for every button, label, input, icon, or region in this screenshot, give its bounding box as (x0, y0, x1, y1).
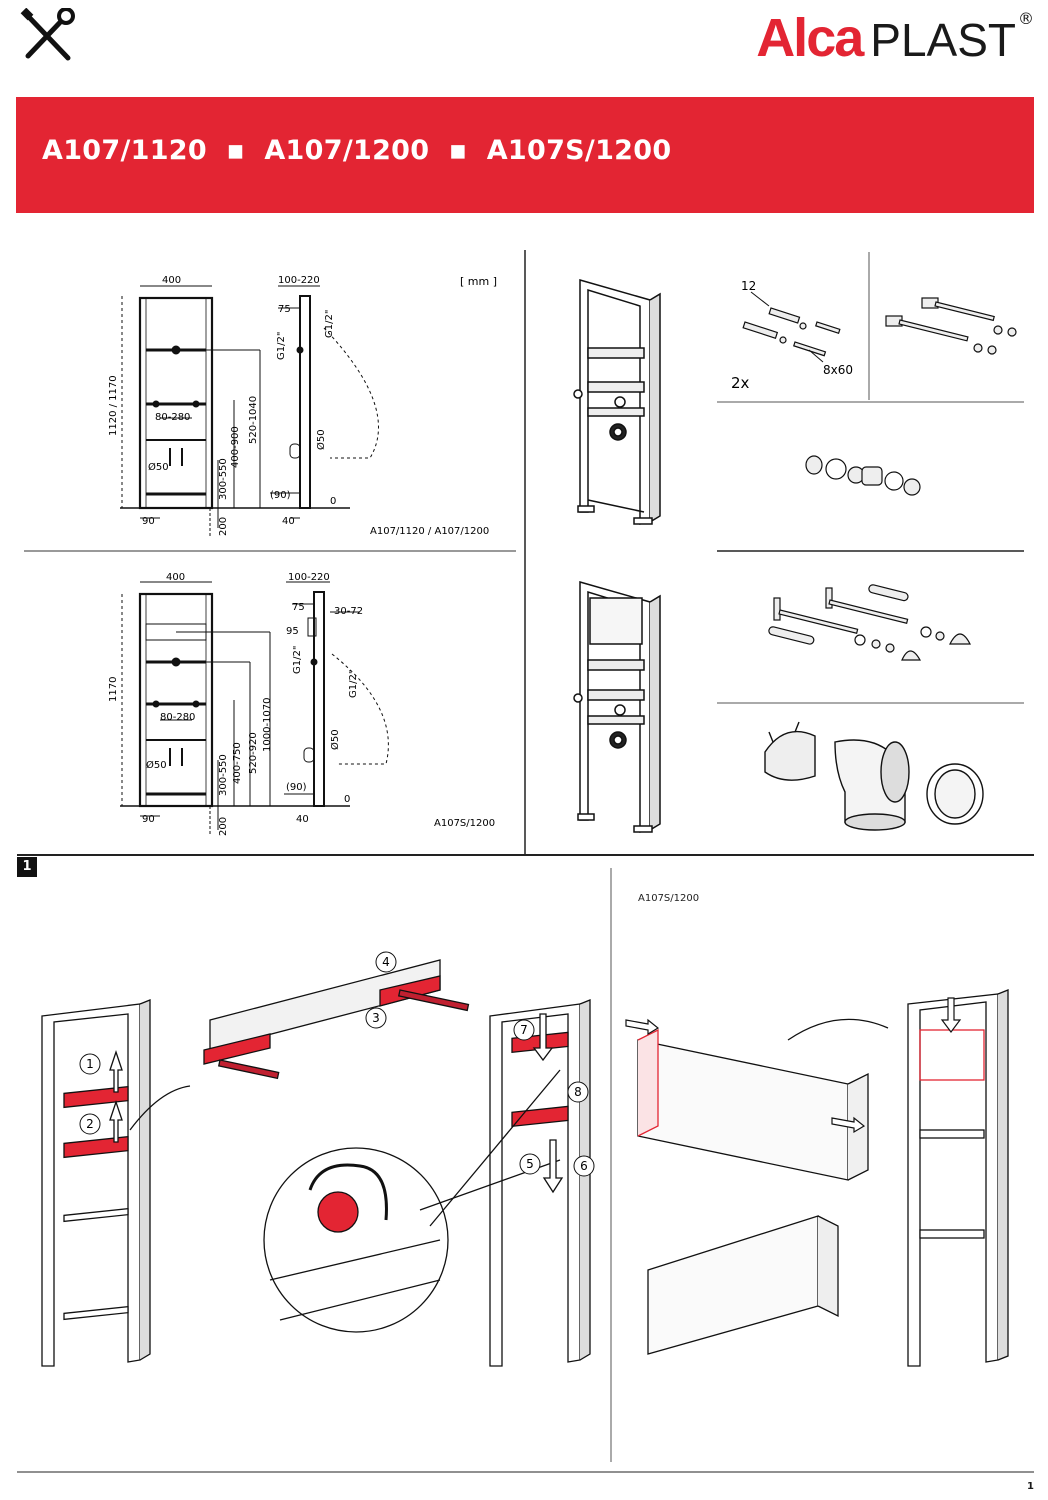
callout-2: 2 (86, 1117, 94, 1131)
parts-anchors (768, 584, 971, 661)
step-illustration-left: 1 2 3 4 5 6 7 8 (41, 951, 595, 1367)
dim-height-b: 1170 (108, 677, 119, 702)
dim-300-550: 300-550 (218, 458, 229, 500)
dim-40-b: 40 (296, 814, 309, 825)
page-number: 1 (1027, 1481, 1034, 1492)
parts-8x60: 8x60 (823, 363, 853, 377)
dimension-drawing-top: 400 100-220 75 [ mm ] 80-280 Ø50 (90) 90… (108, 275, 497, 538)
dim-diameter: Ø50 (148, 461, 169, 473)
callout-7: 7 (520, 1023, 528, 1037)
title-banner: A107/1120 ▪ A107/1200 ▪ A107S/1200 (16, 97, 1034, 213)
model-title: A107/1120 ▪ A107/1200 ▪ A107S/1200 (42, 135, 672, 166)
brand-logo: Alca PLAST ® (756, 8, 1034, 68)
parts-qty-2x: 2x (731, 374, 750, 392)
parts-bolts (885, 297, 1017, 355)
dim-90: 90 (142, 516, 155, 527)
dim-200: 200 (218, 517, 229, 536)
dim-depth-b: 100-220 (288, 572, 330, 583)
dim-30-72: 30-72 (334, 606, 363, 617)
dim-520-1040: 520-1040 (248, 396, 259, 444)
dim-height: 1120 / 1170 (108, 375, 119, 436)
parts-count-12: 12 (741, 279, 756, 293)
step-model-caption: A107S/1200 (638, 893, 700, 904)
brand-secondary: PLAST (870, 14, 1016, 66)
dim-90-paren-b: (90) (286, 782, 307, 793)
dim-90-b: 90 (142, 814, 155, 825)
callout-3: 3 (372, 1011, 380, 1025)
callout-5: 5 (526, 1157, 534, 1171)
parts-drain-elbow (764, 721, 984, 831)
dimension-drawing-bottom: 400 100-220 75 30-72 95 80-280 Ø50 (90) … (108, 572, 495, 836)
dim-90-paren: (90) (270, 490, 291, 501)
callout-6: 6 (580, 1159, 588, 1173)
step-number: 1 (17, 857, 37, 877)
frame-illustration-top (573, 279, 661, 525)
callout-1: 1 (86, 1057, 94, 1071)
dim-thread-b: G1/2" (324, 310, 335, 338)
dim-width-b: 400 (166, 572, 185, 583)
dim-95: 95 (286, 626, 299, 637)
dim-1000-1070: 1000-1070 (262, 697, 273, 752)
dim-depth: 100-220 (278, 275, 320, 286)
dim-400-750: 400-750 (232, 742, 243, 784)
model-caption-top: A107/1120 / A107/1200 (370, 526, 489, 537)
dim-drain-diameter-b: Ø50 (329, 729, 341, 750)
parts-fittings (805, 455, 921, 496)
dim-thread-a: G1/2" (276, 332, 287, 360)
frame-illustration-bottom (573, 581, 661, 833)
unit-label: [ mm ] (460, 275, 497, 288)
dim-drain-diameter: Ø50 (315, 429, 327, 450)
dim-width: 400 (162, 275, 181, 286)
dim-75: 75 (278, 304, 291, 315)
dim-thread-a-b: G1/2" (292, 646, 303, 674)
dim-thread-b-b: G1/2" (348, 670, 359, 698)
callout-8: 8 (574, 1085, 582, 1099)
dim-zero-b: 0 (344, 794, 350, 805)
dim-80-280: 80-280 (155, 412, 190, 423)
brand-primary: Alca (756, 8, 864, 68)
brand-mark: ® (1018, 9, 1034, 28)
dim-40: 40 (282, 516, 295, 527)
parts-screws: 12 2x 8x60 (731, 279, 853, 392)
screwdriver-wrench-icon (18, 7, 78, 64)
dim-520-920: 520-920 (248, 732, 259, 774)
model-caption-bottom: A107S/1200 (434, 818, 495, 829)
dim-300-550-b: 300-550 (218, 754, 229, 796)
dim-400-900: 400-900 (230, 426, 241, 468)
dim-200-b: 200 (218, 817, 229, 836)
step-illustration-right (625, 989, 1009, 1367)
dim-diameter-b: Ø50 (146, 759, 167, 771)
callout-4: 4 (382, 955, 390, 969)
dim-zero: 0 (330, 496, 336, 507)
dim-75-b: 75 (292, 602, 305, 613)
dim-80-280-b: 80-280 (160, 712, 195, 723)
